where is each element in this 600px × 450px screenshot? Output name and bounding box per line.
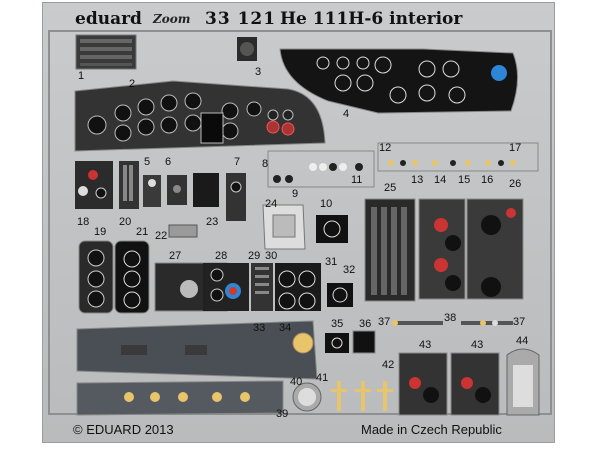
part-number: 44 <box>516 335 529 347</box>
part-number: 34 <box>279 322 292 334</box>
part-number: 15 <box>458 174 471 186</box>
part-number: 19 <box>94 226 107 238</box>
part-number: 40 <box>290 376 303 388</box>
part-number: 2 <box>129 78 136 90</box>
photo-etch-fret: eduard Zoom 33 121 He 111H-6 interior 1 … <box>42 2 555 443</box>
part-number: 43 <box>471 339 484 351</box>
part-41-levers <box>331 381 393 411</box>
parts-19-21-gauge-columns <box>78 240 150 314</box>
part-number: 16 <box>481 174 494 186</box>
part-number: 13 <box>411 174 424 186</box>
set-number: 33 121 <box>205 9 277 29</box>
part-number: 12 <box>379 142 392 154</box>
part-number: 8 <box>262 158 269 170</box>
part-number: 37 <box>513 316 526 328</box>
part-40-dial <box>292 382 322 412</box>
fret-parts-drawing <box>48 30 552 416</box>
part-39-lower-panel <box>76 380 284 416</box>
part-26-radio-panels <box>418 198 524 300</box>
fret-frame <box>48 30 552 415</box>
part-number: 17 <box>509 142 522 154</box>
part-number: 21 <box>136 226 149 238</box>
part-number: 41 <box>316 372 329 384</box>
part-number: 31 <box>325 256 338 268</box>
part-number: 30 <box>265 250 278 262</box>
part-10-gauge <box>316 215 348 243</box>
part-33-side-panel <box>76 320 318 380</box>
part-number: 24 <box>265 198 278 210</box>
part-number: 7 <box>234 156 241 168</box>
part-number: 20 <box>119 216 132 228</box>
part-number: 39 <box>276 408 289 420</box>
part-number: 26 <box>509 178 522 190</box>
part-3-box <box>237 37 257 61</box>
part-number: 38 <box>444 312 457 324</box>
parts-42-43-panels <box>398 352 500 416</box>
parts-37-38-rods <box>392 320 513 326</box>
part-number: 29 <box>248 250 261 262</box>
part-number: 5 <box>144 156 151 168</box>
part-number: 32 <box>343 264 356 276</box>
part-number: 10 <box>320 198 333 210</box>
part-number: 18 <box>77 216 90 228</box>
parts-12-17-switch-strip <box>377 142 539 172</box>
part-number: 25 <box>384 182 397 194</box>
copyright-text: © EDUARD 2013 <box>73 422 174 437</box>
part-4-instrument-panel <box>279 48 518 114</box>
part-number: 28 <box>215 250 228 262</box>
set-title: He 111H-6 interior <box>280 9 463 29</box>
origin-text: Made in Czech Republic <box>361 422 502 437</box>
part-1-panel <box>75 34 137 70</box>
parts-27-32-instrument-row <box>154 262 353 312</box>
brand-logo: eduard <box>75 9 142 29</box>
part-number: 1 <box>78 70 85 82</box>
part-2-dashboard <box>74 80 326 152</box>
part-number: 11 <box>351 174 363 186</box>
parts-34-36-small <box>292 330 376 354</box>
part-number: 22 <box>155 230 168 242</box>
part-number: 9 <box>292 188 299 200</box>
part-number: 43 <box>419 339 432 351</box>
part-number: 3 <box>255 66 262 78</box>
part-number: 14 <box>434 174 447 186</box>
parts-18-23-panels <box>75 161 246 238</box>
part-number: 27 <box>169 250 182 262</box>
part-44-door-panel <box>506 348 540 416</box>
part-number: 4 <box>343 108 350 120</box>
part-25-fuse-panel <box>364 198 416 302</box>
part-number: 6 <box>165 156 172 168</box>
parts-8-11-switch-strip <box>267 150 375 188</box>
part-number: 33 <box>253 322 266 334</box>
part-number: 23 <box>206 216 219 228</box>
part-number: 35 <box>331 318 344 330</box>
part-24-bracket <box>262 204 306 250</box>
part-number: 37 <box>378 316 391 328</box>
blue-gauge-icon <box>491 65 507 81</box>
part-number: 42 <box>382 359 395 371</box>
zoom-logo: Zoom <box>153 12 191 26</box>
part-number: 36 <box>359 318 372 330</box>
